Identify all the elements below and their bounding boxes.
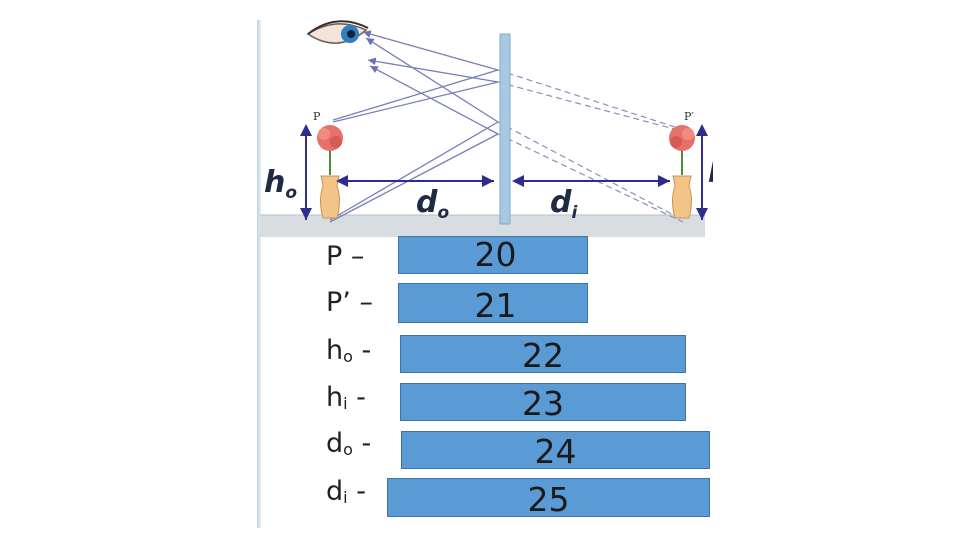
legend-dash: – xyxy=(359,287,373,318)
legend-subscript: i xyxy=(343,394,348,413)
legend-dash: - xyxy=(361,335,372,366)
plane-mirror xyxy=(499,33,511,225)
image-height-label: hi xyxy=(708,158,713,192)
answer-number-22: 22 xyxy=(522,336,564,375)
legend-symbol: h xyxy=(326,335,344,366)
legend-symbol: d xyxy=(326,428,344,459)
legend-subscript: o xyxy=(343,347,353,366)
object-height-label: ho xyxy=(264,165,297,203)
plane-mirror-diagram: P P′ ho hi do di xyxy=(260,20,713,237)
answer-box-20[interactable] xyxy=(398,236,588,274)
legend-row-p: P – xyxy=(326,241,364,273)
legend-row-p-prime: P’ – xyxy=(326,287,373,319)
left-accent-bar xyxy=(257,20,261,528)
object-point-label: P xyxy=(313,110,321,123)
light-rays xyxy=(329,30,499,223)
legend-row-ho: ho - xyxy=(326,335,371,373)
legend-dash: - xyxy=(356,382,366,413)
legend-row-hi: hi - xyxy=(326,382,366,420)
object-distance-label: do xyxy=(416,185,449,223)
answer-number-23: 23 xyxy=(522,384,564,423)
image-point-label: P′ xyxy=(684,110,694,123)
answer-box-21[interactable] xyxy=(398,283,588,323)
legend-dash: – xyxy=(350,241,365,272)
answer-box-22[interactable] xyxy=(400,335,686,373)
legend-symbol: h xyxy=(326,382,344,413)
answer-number-24: 24 xyxy=(534,432,577,471)
answer-number-21: 21 xyxy=(474,286,517,325)
legend-symbol: P’ xyxy=(326,287,351,318)
image-distance-label: di xyxy=(550,185,578,223)
legend-subscript: i xyxy=(343,488,348,507)
answer-box-23[interactable] xyxy=(400,383,686,421)
eye-icon xyxy=(306,20,369,44)
legend-symbol: d xyxy=(326,476,344,507)
legend-dash: - xyxy=(361,428,372,459)
virtual-rays xyxy=(497,69,684,223)
image-flower-vase xyxy=(669,125,695,219)
answer-number-25: 25 xyxy=(527,480,570,519)
answer-number-20: 20 xyxy=(474,235,517,274)
legend-row-di: di - xyxy=(326,476,366,514)
legend-symbol: P xyxy=(326,241,343,272)
legend-subscript: o xyxy=(343,440,353,459)
answer-box-25[interactable] xyxy=(387,478,710,517)
answer-box-24[interactable] xyxy=(401,431,710,469)
object-flower-vase xyxy=(317,125,343,219)
legend-dash: - xyxy=(356,476,366,507)
legend-row-do: do - xyxy=(326,428,371,466)
floor xyxy=(260,215,705,237)
